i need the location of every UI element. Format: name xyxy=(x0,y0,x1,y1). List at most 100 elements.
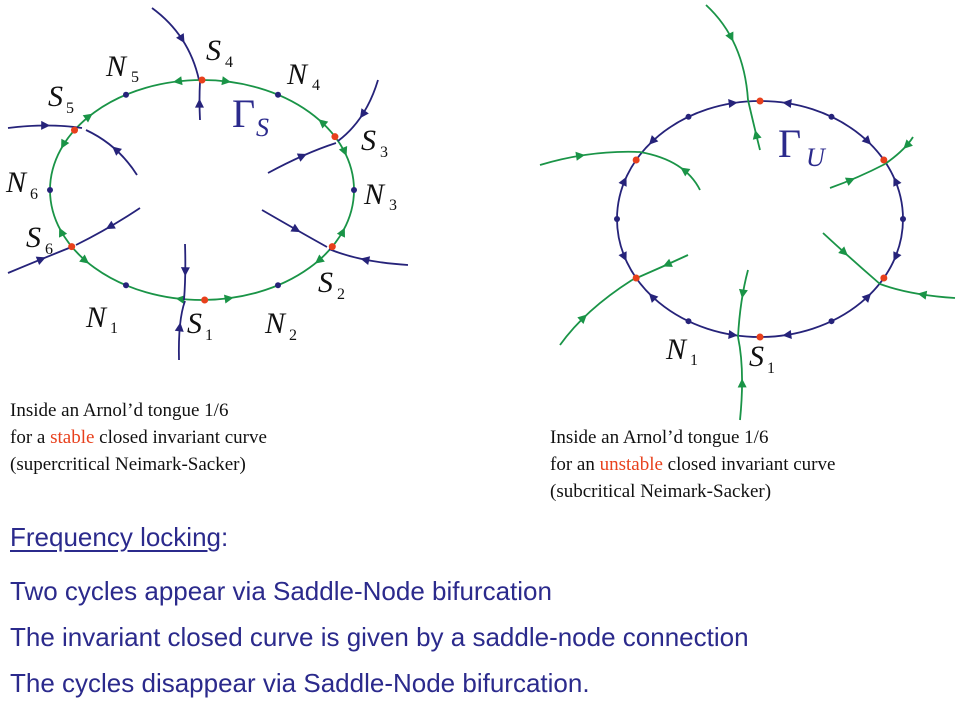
right-labels: Γ U N 1 S 1 xyxy=(665,121,827,377)
label-n3-index: 3 xyxy=(389,197,397,214)
label-s1-index: 1 xyxy=(205,327,213,344)
label-s6-name: S xyxy=(26,221,41,254)
right-unstable-manifold-2-arrow xyxy=(738,288,748,299)
right-fixed-points xyxy=(614,97,906,341)
left-node-6 xyxy=(47,187,53,193)
right-unstable-manifold-3 xyxy=(879,283,956,299)
right-curve-arrow-cw-4 xyxy=(728,99,738,108)
left-saddle-4 xyxy=(198,76,206,84)
label-n5-index: 5 xyxy=(131,69,139,86)
heading-line: Frequency locking: xyxy=(10,522,228,553)
label-s5-name: S xyxy=(48,80,63,113)
body-line-3: The cycles disappear via Saddle-Node bif… xyxy=(10,668,590,698)
left-curve-arrow-ccw-3 xyxy=(318,119,329,129)
label-s4-index: 4 xyxy=(225,54,233,71)
label-right-s1-index: 1 xyxy=(767,360,775,377)
gamma-s-symbol: Γ xyxy=(232,91,255,136)
gamma-s-subscript: S xyxy=(256,113,269,142)
left-saddle-6 xyxy=(68,243,76,251)
left-ellipse-curve xyxy=(49,79,355,301)
right-curve-arrow-cw-1 xyxy=(782,330,792,339)
left-node-1 xyxy=(123,282,129,289)
right-unstable-manifold-12 xyxy=(631,254,689,281)
right-manifolds xyxy=(539,4,956,421)
label-right-n1-index: 1 xyxy=(690,352,698,369)
right-unstable-manifold-4-arrow xyxy=(838,246,848,256)
gamma-u-symbol: Γ xyxy=(778,121,801,166)
left-caption-line2: for a stable closed invariant curve xyxy=(10,424,267,451)
left-stable-manifold-9-arrow xyxy=(41,120,51,130)
left-curve-arrow-cw-2 xyxy=(314,254,325,264)
right-unstable-manifold-8-arrow xyxy=(752,129,762,140)
right-unstable-manifold-6-arrow xyxy=(844,177,855,186)
right-caption-line2: for an unstable closed invariant curve xyxy=(550,451,835,478)
left-stable-manifold-7 xyxy=(151,7,200,81)
right-curve-arrow-ccw-3 xyxy=(893,176,902,187)
left-curve-arrow-cw-5 xyxy=(82,113,93,123)
right-unstable-manifold-5-arrow xyxy=(903,139,913,149)
left-curve-arrow-cw-3 xyxy=(338,145,348,157)
left-curve-arrow-cw-1 xyxy=(175,295,186,305)
left-fixed-points xyxy=(47,76,357,304)
right-unstable-manifold-9 xyxy=(539,150,641,166)
left-caption-line1: Inside an Arnol’d tongue 1/6 xyxy=(10,400,229,421)
right-invariant-curve xyxy=(616,99,904,339)
label-n6-name: N xyxy=(5,166,28,199)
label-s1-name: S xyxy=(187,307,202,340)
right-caption-line3: (subcritical Neimark-Sacker) xyxy=(550,481,772,502)
right-unstable-manifold-1-arrow xyxy=(737,378,747,388)
right-node-2 xyxy=(828,318,835,325)
label-s3-index: 3 xyxy=(380,144,388,161)
left-saddle-3 xyxy=(331,133,339,141)
left-curve-arrow-ccw-5 xyxy=(61,138,70,149)
right-curve-arrow-ccw-4 xyxy=(782,99,792,108)
right-unstable-manifold-9-arrow xyxy=(575,151,585,161)
left-stable-manifold-12-arrow xyxy=(105,220,116,230)
left-node-4 xyxy=(275,91,281,98)
left-caption-stable: stable xyxy=(50,427,95,448)
left-curve-arrow-ccw-2 xyxy=(336,227,345,238)
label-n1-index: 1 xyxy=(110,320,118,337)
left-stable-manifold-3-arrow xyxy=(360,256,371,266)
label-n2-name: N xyxy=(264,307,287,340)
left-caption-line2-pre: for a xyxy=(10,427,51,448)
left-curve-arrow-ccw-1 xyxy=(223,294,234,304)
left-saddle-1 xyxy=(201,296,209,304)
left-stable-manifold-10-arrow xyxy=(112,146,122,156)
right-node-1 xyxy=(685,318,692,325)
left-caption-line3: (supercritical Neimark-Sacker) xyxy=(10,454,246,475)
left-stable-manifold-8-arrow xyxy=(194,98,204,108)
right-unstable-manifold-1 xyxy=(737,336,743,421)
right-curve-arrow-ccw-2 xyxy=(861,293,872,303)
right-unstable-manifold-10 xyxy=(639,151,701,191)
label-s2-name: S xyxy=(318,266,333,299)
right-unstable-manifold-7-arrow xyxy=(725,31,734,42)
left-stable-manifold-6-arrow xyxy=(296,153,307,162)
label-s5-index: 5 xyxy=(66,100,74,117)
label-s2-index: 2 xyxy=(337,286,345,303)
frequency-locking-heading: Frequency locking xyxy=(10,522,221,552)
right-curve-arrow-ccw-1 xyxy=(728,330,738,339)
left-manifolds xyxy=(7,7,409,361)
left-stable-manifold-5-arrow xyxy=(359,108,369,119)
label-right-n1-name: N xyxy=(665,333,688,366)
right-curve-arrow-cw-6 xyxy=(648,293,659,303)
left-node-2 xyxy=(275,282,281,289)
right-node-3 xyxy=(900,216,906,222)
label-s6-index: 6 xyxy=(45,241,53,258)
right-node-5 xyxy=(685,113,692,120)
right-caption-line2-post: closed invariant curve xyxy=(662,454,836,475)
body-line-1: Two cycles appear via Saddle-Node bifurc… xyxy=(10,576,552,606)
right-saddle-3 xyxy=(880,156,888,164)
left-saddle-2 xyxy=(328,243,336,251)
right-saddle-6 xyxy=(632,274,640,282)
label-n6-index: 6 xyxy=(30,186,38,203)
right-unstable-manifold-11 xyxy=(559,279,633,346)
right-unstable-manifold-11-arrow xyxy=(577,314,587,324)
right-saddle-5 xyxy=(632,156,640,164)
right-caption-unstable: unstable xyxy=(599,454,663,475)
label-n1-name: N xyxy=(85,301,108,334)
label-n5-name: N xyxy=(105,50,128,83)
body-line-2: The invariant closed curve is given by a… xyxy=(10,622,749,652)
